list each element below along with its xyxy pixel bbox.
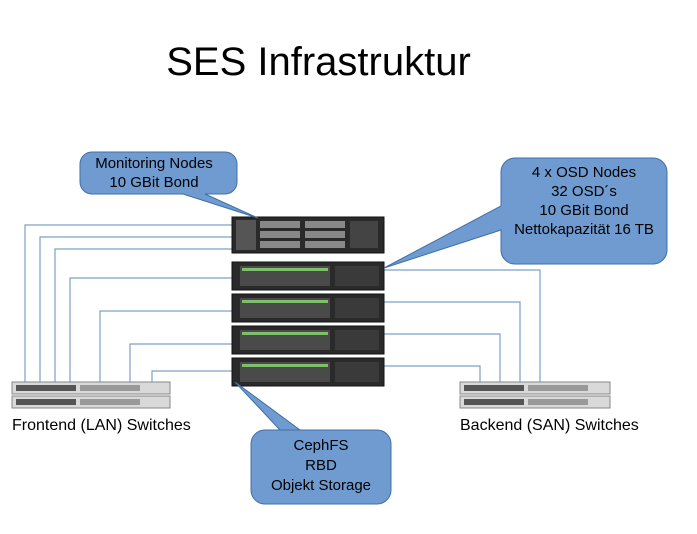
monitoring-servers	[231, 216, 385, 254]
osd-server-4	[231, 357, 385, 387]
frontend-switches	[11, 381, 171, 409]
ceph-callout-line-2: RBD	[305, 457, 337, 474]
wire-frontend-2	[39, 236, 232, 382]
wire-backend-2	[384, 301, 521, 382]
ceph-callout-line-1: CephFS	[293, 437, 348, 454]
diagram-title: SES Infrastruktur	[166, 40, 471, 84]
osd-callout-line-1: 4 x OSD Nodes	[532, 164, 636, 181]
osd-callout-line-4: Nettokapazität 16 TB	[514, 221, 654, 238]
wire-backend-4	[384, 365, 481, 382]
network-wires	[24, 224, 541, 382]
osd-server-2	[231, 293, 385, 323]
wire-backend-1	[384, 269, 541, 382]
osd-callout-line-3: 10 GBit Bond	[539, 202, 628, 219]
ceph-callout: CephFS RBD Objekt Storage	[234, 381, 392, 505]
wire-frontend-7	[151, 370, 232, 382]
wire-frontend-6	[129, 343, 232, 382]
monitoring-callout-line-1: Monitoring Nodes	[95, 155, 213, 172]
wire-frontend-3	[54, 248, 232, 382]
osd-server-3	[231, 325, 385, 355]
frontend-switches-label: Frontend (LAN) Switches	[12, 417, 191, 434]
wire-frontend-1	[24, 224, 232, 382]
monitoring-callout: Monitoring Nodes 10 GBit Bond	[79, 151, 259, 219]
wire-backend-3	[384, 333, 501, 382]
monitoring-callout-line-2: 10 GBit Bond	[109, 174, 198, 191]
ceph-callout-line-3: Objekt Storage	[271, 477, 371, 494]
wire-frontend-4	[69, 277, 232, 382]
osd-callout-line-2: 32 OSD´s	[551, 183, 617, 200]
osd-server-1	[231, 261, 385, 291]
backend-switches-label: Backend (SAN) Switches	[460, 417, 639, 434]
wire-frontend-5	[99, 310, 232, 382]
backend-switches	[459, 381, 611, 409]
osd-callout: 4 x OSD Nodes 32 OSD´s 10 GBit Bond Nett…	[383, 157, 668, 269]
